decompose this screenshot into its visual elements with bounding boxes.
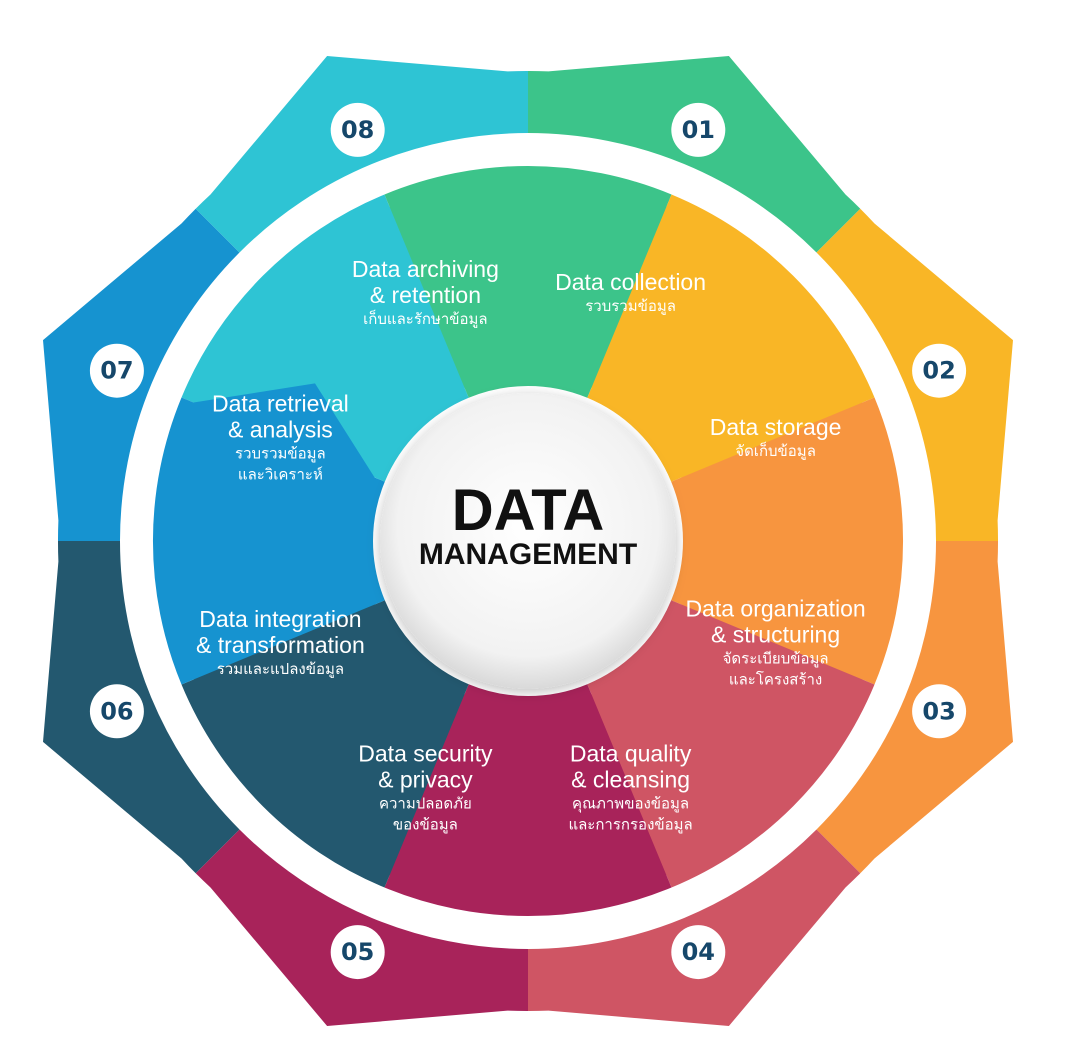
center-hub: DATA MANAGEMENT <box>380 393 676 689</box>
step-subtitle-08: เก็บและรักษาข้อมูล <box>363 309 487 328</box>
step-number-badge <box>89 684 144 739</box>
step-title-03: & structuring <box>711 622 840 648</box>
step-number-01: 01 <box>682 116 715 144</box>
step-title-05: Data security <box>358 741 493 767</box>
step-title-06: Data integration <box>199 606 361 632</box>
step-number-07: 07 <box>100 357 133 385</box>
inner-arrow-04 <box>567 600 875 888</box>
step-title-02: Data storage <box>710 414 842 440</box>
inner-arrow-07 <box>152 383 385 685</box>
step-title-05: & privacy <box>378 767 473 793</box>
step-title-04: Data quality <box>570 741 692 767</box>
step-number-badge <box>671 102 726 157</box>
step-subtitle-04: คุณภาพของข้อมูล <box>572 796 689 814</box>
step-number-08: 08 <box>341 116 374 144</box>
inner-arrow-02 <box>587 194 875 502</box>
step-subtitle-05: ของข้อมูล <box>393 817 458 834</box>
step-subtitle-04: และการกรองข้อมูล <box>568 817 692 834</box>
step-subtitle-01: รวบรวมข้อมูล <box>585 298 676 315</box>
inner-arrow-05 <box>370 684 672 917</box>
step-number-badge <box>912 684 967 739</box>
center-title-line2: MANAGEMENT <box>419 538 637 571</box>
step-subtitle-07: รวบรวมข้อมูล <box>235 445 326 462</box>
inner-arrow-03 <box>671 397 904 699</box>
step-number-badge <box>912 343 967 398</box>
step-number-badge <box>89 343 144 398</box>
step-title-01: Data collection <box>555 269 706 295</box>
outer-ring: 01 02 03 04 05 06 07 08 <box>43 56 1013 1026</box>
step-subtitle-06: รวมและแปลงข้อมูล <box>217 661 344 678</box>
step-number-04: 04 <box>682 938 715 966</box>
step-number-05: 05 <box>341 938 374 966</box>
inner-arrow-01 <box>384 165 686 398</box>
step-subtitle-03: จัดระเบียบข้อมูล <box>723 651 829 668</box>
step-title-04: & cleansing <box>571 767 690 793</box>
step-subtitle-03: และโครงสร้าง <box>729 671 822 689</box>
inner-ring <box>152 165 904 917</box>
step-title-08: Data archiving <box>352 256 499 282</box>
step-number-06: 06 <box>100 697 133 725</box>
step-title-07: Data retrieval <box>212 390 349 416</box>
step-subtitle-05: ความปลอดภัย <box>379 796 472 813</box>
step-title-08: & retention <box>370 282 481 308</box>
step-number-03: 03 <box>922 697 955 725</box>
step-title-03: Data organization <box>685 596 865 622</box>
center-title-line1: DATA <box>452 478 604 543</box>
step-title-06: & transformation <box>196 632 365 658</box>
inner-arrow-06 <box>181 580 469 888</box>
center-circle <box>380 393 676 689</box>
step-number-badge <box>330 102 385 157</box>
step-number-badge <box>671 925 726 980</box>
step-subtitle-02: จัดเก็บข้อมูล <box>735 441 816 460</box>
step-title-07: & analysis <box>228 416 333 442</box>
step-number-badge <box>330 925 385 980</box>
step-subtitle-07: และวิเคราะห์ <box>238 466 323 483</box>
step-number-02: 02 <box>922 357 955 385</box>
